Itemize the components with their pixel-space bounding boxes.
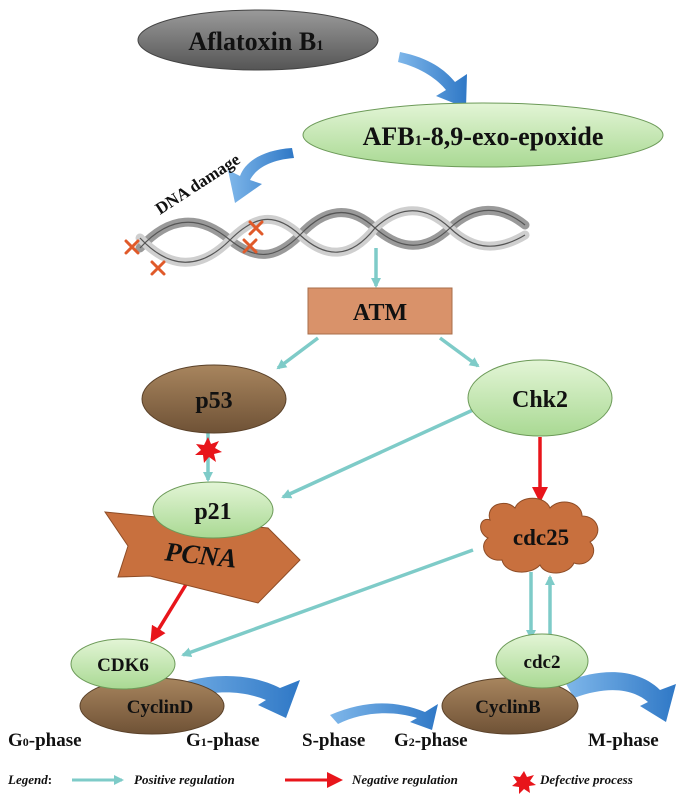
chk2-node — [467, 359, 613, 437]
legend-positive-label: Positive regulation — [134, 772, 235, 787]
damage-cross-icon — [124, 220, 264, 276]
p53-label: p53 — [195, 388, 232, 414]
arrow-pcna-to-cdk6-negative — [150, 577, 192, 643]
pcna-node — [103, 511, 301, 604]
dna-damage-label: DNA damage — [152, 149, 244, 218]
atm-node — [307, 287, 453, 335]
phase-s-label: S-phase — [302, 730, 365, 751]
afb1-epoxide-node — [302, 102, 664, 168]
aflatoxin-b1-label: Aflatoxin B1 — [188, 27, 323, 56]
phase-m-label: M-phase — [588, 730, 659, 751]
cyclind-label: CyclinD — [127, 697, 194, 718]
phase-g2-label: G2-phase — [394, 730, 468, 751]
legend-title: Legend: — [7, 772, 52, 787]
cdk6-label: CDK6 — [97, 655, 149, 676]
cdc25-node — [480, 497, 599, 574]
p21-node — [152, 481, 274, 539]
legend-defective-icon — [512, 771, 536, 794]
cyclinb-label: CyclinB — [475, 697, 541, 718]
atm-label: ATM — [353, 300, 407, 326]
legend: Legend: Positive regulation Negative reg… — [7, 771, 633, 794]
legend-defective-label: Defective process — [539, 772, 633, 787]
phase-g1-label: G1-phase — [186, 730, 260, 751]
p53-node — [141, 364, 287, 434]
flow-arrow-aflatoxin-to-epoxide — [398, 52, 467, 108]
legend-negative-label: Negative regulation — [351, 772, 458, 787]
cdc2-label: cdc2 — [524, 652, 561, 673]
arrow-atm-to-p53 — [276, 336, 320, 370]
arrow-cdc25-to-cdk6 — [181, 548, 474, 657]
cdc25-label: cdc25 — [513, 525, 569, 550]
afb1-epoxide-label: AFB1-8,9-exo-epoxide — [363, 122, 604, 151]
chk2-label: Chk2 — [512, 387, 568, 413]
phase-g0-label: G0-phase — [8, 730, 82, 751]
cell-cycle-flow — [150, 672, 676, 730]
dna-helix-icon — [135, 205, 530, 267]
arrow-chk2-to-p21 — [281, 408, 474, 499]
cdc2-node — [495, 633, 589, 689]
defective-process-icon — [195, 437, 222, 463]
aflatoxin-b1-node — [137, 9, 379, 71]
flow-arrow-epoxide-to-dna — [228, 148, 294, 203]
p21-label: p21 — [194, 499, 231, 525]
cdk6-node — [70, 638, 176, 690]
arrow-atm-to-chk2 — [438, 336, 480, 368]
